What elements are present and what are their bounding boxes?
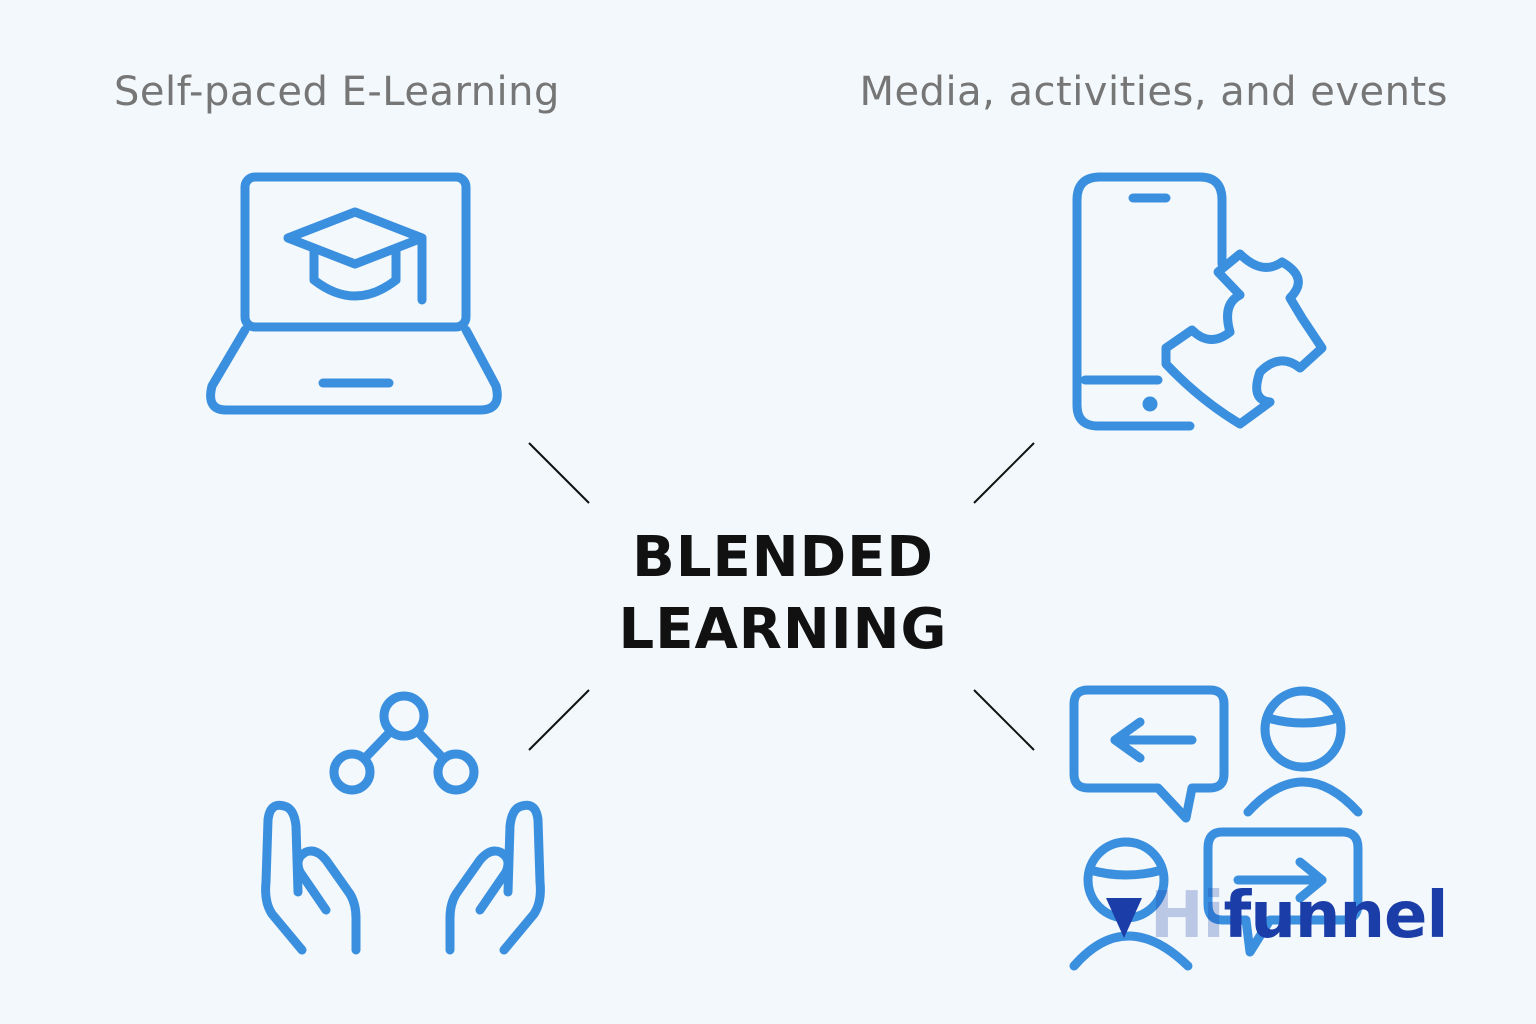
logo-wordmark: Hifunnel xyxy=(1150,876,1449,956)
connector-top-left xyxy=(528,442,590,504)
logo-prefix: Hi xyxy=(1150,879,1224,953)
media-activities-label: Media, activities, and events xyxy=(859,69,1448,115)
connector-bottom-left xyxy=(528,689,590,751)
center-title-line1: BLENDED xyxy=(632,525,934,590)
hands-network-icon xyxy=(261,691,545,955)
hifunnel-logo: Hifunnel xyxy=(1100,872,1480,962)
center-title-line2: LEARNING xyxy=(618,597,948,662)
self-paced-label: Self-paced E-Learning xyxy=(114,69,560,115)
phone-puzzle-icon xyxy=(1072,172,1327,431)
logo-word: funnel xyxy=(1223,879,1449,953)
laptop-graduation-cap-icon xyxy=(206,172,502,415)
connector-top-right xyxy=(973,442,1035,504)
funnel-icon xyxy=(1106,898,1142,938)
connector-bottom-right xyxy=(973,689,1035,751)
